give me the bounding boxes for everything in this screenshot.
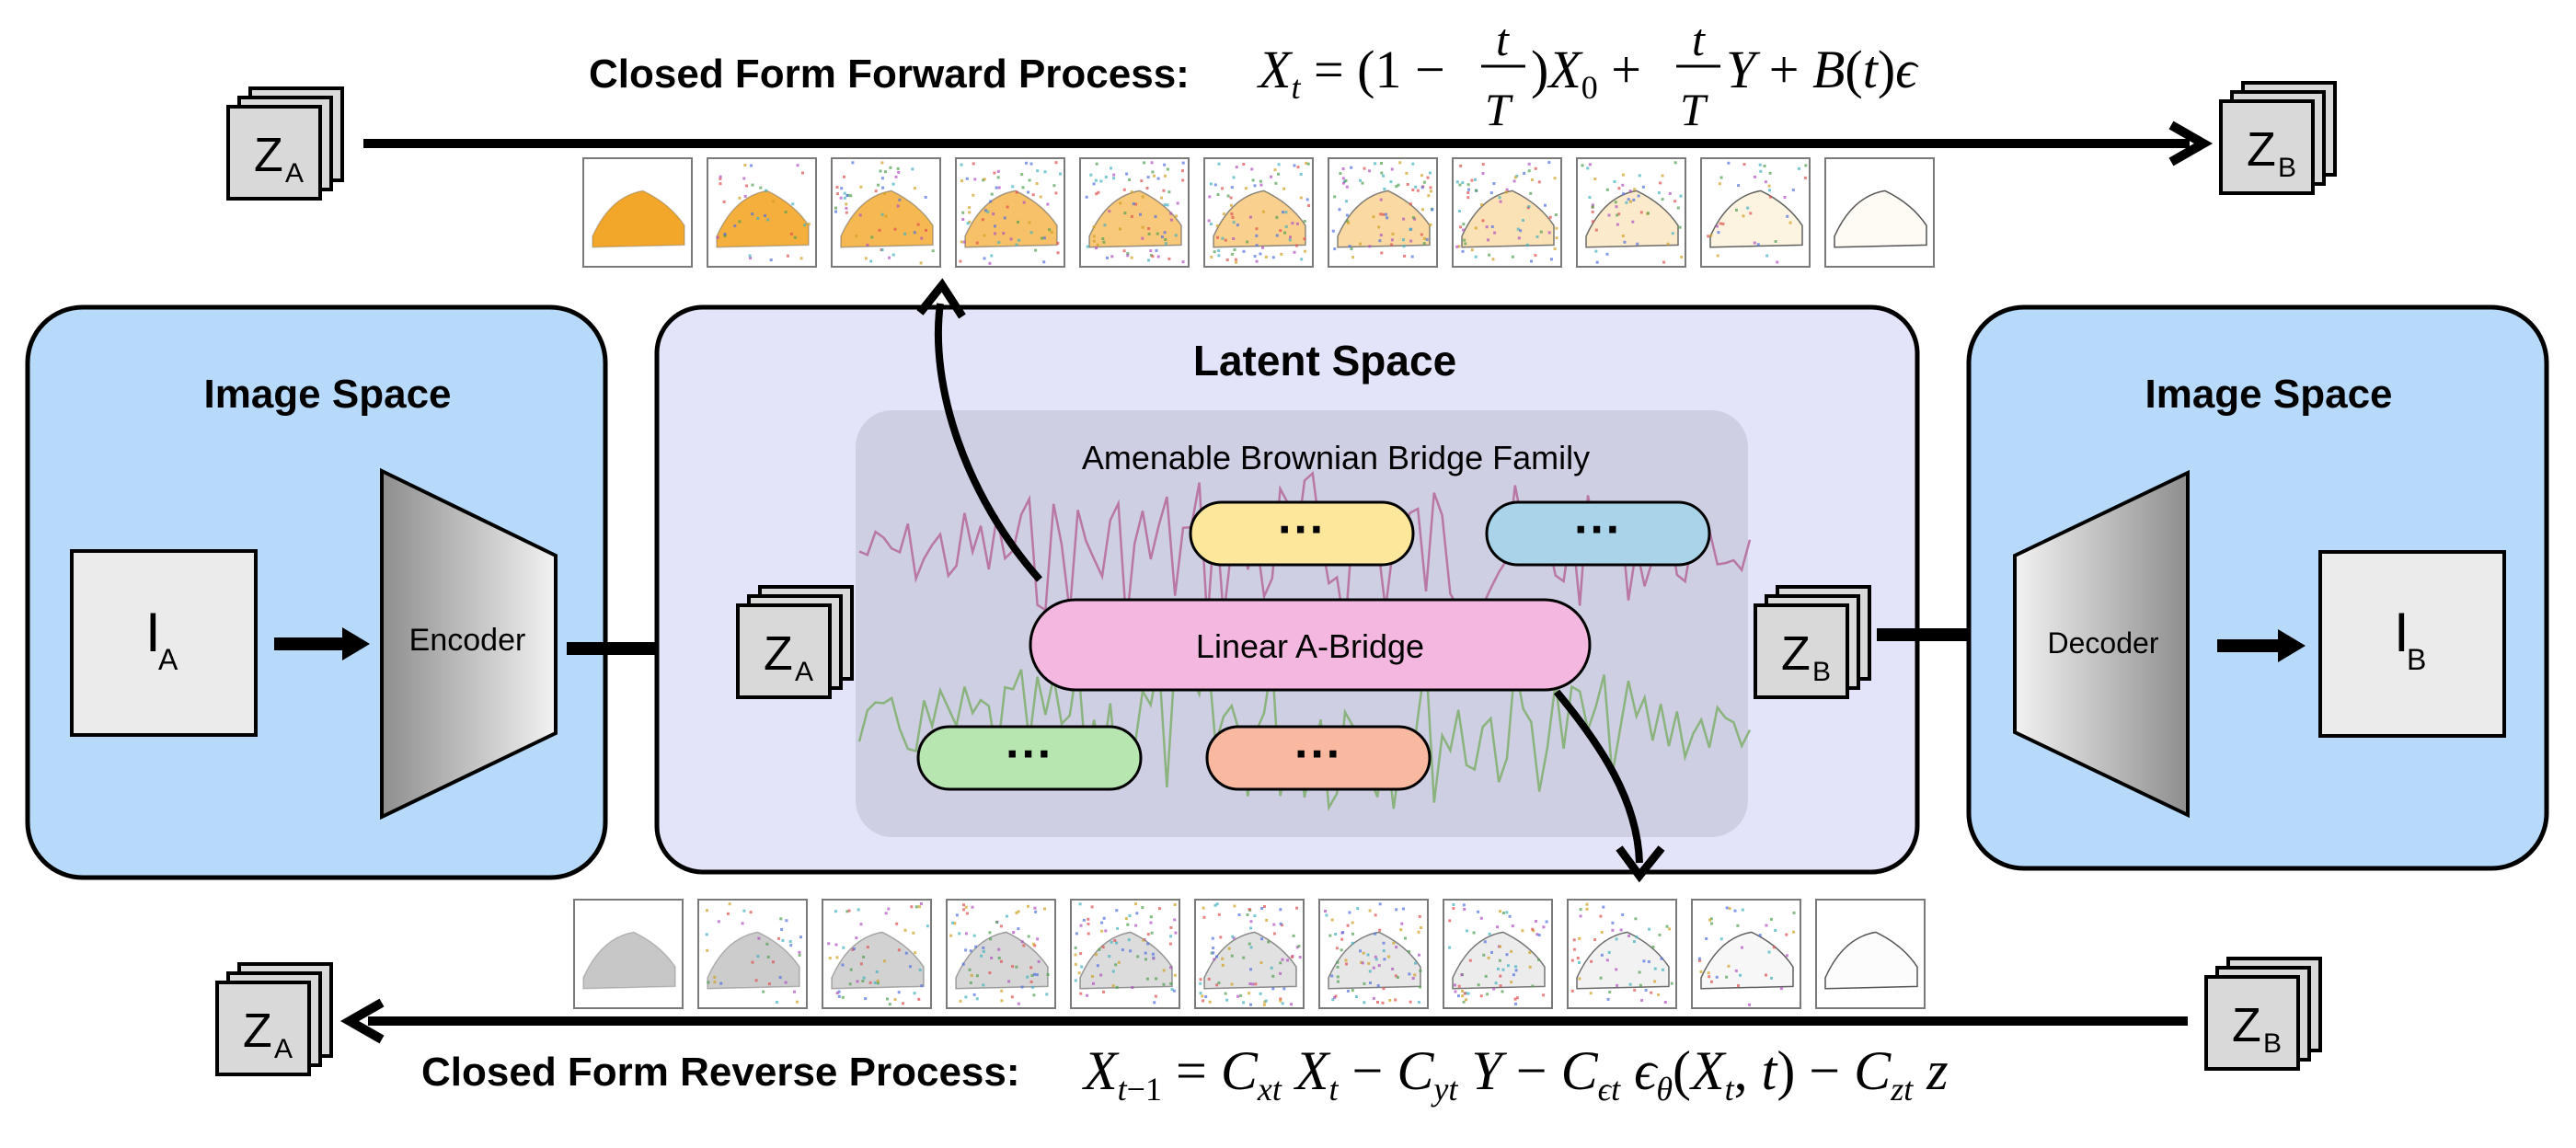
decoder-to-image-arrowhead	[2278, 629, 2306, 662]
forward-eq-frac1-num: t	[1496, 14, 1510, 65]
latent-label: Z	[243, 1004, 272, 1058]
reverse-arrow-head	[339, 998, 385, 1044]
decoder-label: Decoder	[2048, 626, 2159, 660]
pill-ellipsis: ···	[1574, 503, 1622, 557]
encoder-label: Encoder	[409, 623, 526, 658]
forward-thumbnail	[1328, 157, 1438, 268]
output-image-label: I	[2394, 602, 2409, 663]
forward-thumbnail	[1700, 157, 1811, 268]
latent-label: Z	[2232, 999, 2261, 1052]
forward-thumbnail-strip	[582, 157, 1935, 268]
latent-za-stack: Z A	[736, 585, 854, 699]
bridge-to-forward-arrowhead	[916, 278, 966, 319]
linear-a-bridge-pill: Linear A-Bridge	[1029, 598, 1592, 692]
pill-ellipsis: ···	[1006, 728, 1053, 781]
forward-thumbnail	[1079, 157, 1190, 268]
forward-thumbnail	[1203, 157, 1314, 268]
forward-eq-rhs: Y + B(t)ϵ	[1726, 40, 1919, 99]
forward-eq-frac2-den: T	[1680, 84, 1708, 135]
input-image-label: I	[145, 602, 161, 663]
latent-label: Z	[1781, 627, 1811, 681]
bridge-to-reverse-curve-arrow	[1553, 689, 1643, 864]
latent-space-panel: Latent Space Amenable Brownian Bridge Fa…	[654, 278, 1920, 883]
bridge-to-forward-curve-arrow	[934, 303, 1042, 582]
reverse-end-latent-stack: Z A	[215, 962, 333, 1076]
latent-subscript: B	[1812, 657, 1831, 687]
forward-thumbnail	[955, 157, 1065, 268]
output-image-subscript: B	[2407, 643, 2426, 676]
reverse-thumbnail	[1318, 899, 1429, 1009]
bridge-to-reverse-arrowhead	[1616, 845, 1665, 883]
latent-label: Z	[764, 627, 793, 681]
forward-eq-mid: )X0 +	[1531, 40, 1641, 106]
forward-eq-lhs: Xt = (1 −	[1257, 40, 1445, 106]
pill-ellipsis: ···	[1278, 503, 1326, 557]
forward-arrow-head	[2168, 121, 2214, 166]
latent-label: Z	[2247, 123, 2276, 177]
reverse-thumbnail	[1070, 899, 1180, 1009]
linear-a-bridge-label: Linear A-Bridge	[1196, 627, 1424, 665]
latent-zb-stack: Z B	[1754, 585, 1871, 699]
forward-process-label: Closed Form Forward Process:	[589, 52, 1190, 97]
forward-thumbnail	[582, 157, 693, 268]
latent-subscript: B	[2278, 153, 2296, 183]
forward-thumbnail	[1824, 157, 1935, 268]
forward-eq-frac2-num: t	[1692, 14, 1706, 65]
reverse-thumbnail	[1815, 899, 1926, 1009]
latent-subscript: A	[274, 1034, 293, 1064]
bridge-family-title: Amenable Brownian Bridge Family	[1082, 439, 1590, 476]
reverse-start-latent-stack: Z B	[2204, 957, 2322, 1071]
forward-eq-frac1-den: T	[1485, 84, 1513, 135]
right-image-space-panel: Image Space Decoder I B	[1966, 304, 2549, 871]
reverse-process-label: Closed Form Reverse Process:	[421, 1050, 1020, 1095]
pill-ellipsis: ···	[1294, 728, 1342, 781]
forward-thumbnail	[1452, 157, 1562, 268]
reverse-thumbnail	[1691, 899, 1801, 1009]
encoder-block	[380, 467, 558, 821]
latent-panel-title: Latent Space	[1193, 337, 1456, 385]
latent-subscript: B	[2263, 1028, 2282, 1059]
forward-start-latent-stack: Z A	[226, 86, 344, 201]
latent-label: Z	[254, 129, 283, 182]
forward-process: Closed Form Forward Process: Xt = (1 − t…	[363, 14, 2214, 166]
latent-subscript: A	[285, 158, 304, 189]
reverse-thumbnail	[573, 899, 684, 1009]
reverse-thumbnail	[822, 899, 932, 1009]
image-to-encoder-arrowhead	[342, 627, 370, 660]
reverse-thumbnail	[946, 899, 1056, 1009]
input-image-subscript: A	[158, 643, 178, 676]
reverse-process: Closed Form Reverse Process: Xt−1 = Cxt …	[339, 998, 2188, 1108]
forward-thumbnail	[707, 157, 817, 268]
decoder-block	[2013, 469, 2190, 819]
output-image-box	[2318, 550, 2506, 738]
latent-subscript: A	[795, 657, 813, 687]
reverse-thumbnail	[1567, 899, 1677, 1009]
bridge-pill-orange: ···	[1205, 725, 1432, 791]
reverse-thumbnail	[697, 899, 808, 1009]
forward-thumbnail	[831, 157, 941, 268]
forward-thumbnail	[1576, 157, 1686, 268]
forward-end-latent-stack: Z B	[2219, 81, 2337, 195]
reverse-thumbnail-strip	[573, 899, 1926, 1009]
forward-equation: Xt = (1 − t T )X0 + t T Y + B(t)ϵ	[1257, 14, 1919, 135]
noise-trace-green	[857, 648, 1752, 812]
reverse-thumbnail	[1443, 899, 1553, 1009]
left-panel-title: Image Space	[203, 372, 451, 417]
right-panel-title: Image Space	[2145, 372, 2392, 417]
bridge-pill-green: ···	[916, 725, 1143, 791]
left-image-space-panel: Image Space I A Encoder	[25, 304, 608, 880]
reverse-thumbnail	[1194, 899, 1305, 1009]
input-image-box	[70, 549, 258, 737]
bridge-pill-blue: ···	[1485, 500, 1711, 567]
reverse-equation: Xt−1 = Cxt Xt − Cyt Y − Cϵt ϵθ(Xt, t) − …	[1082, 1040, 1949, 1108]
bridge-pill-yellow: ···	[1189, 500, 1415, 567]
